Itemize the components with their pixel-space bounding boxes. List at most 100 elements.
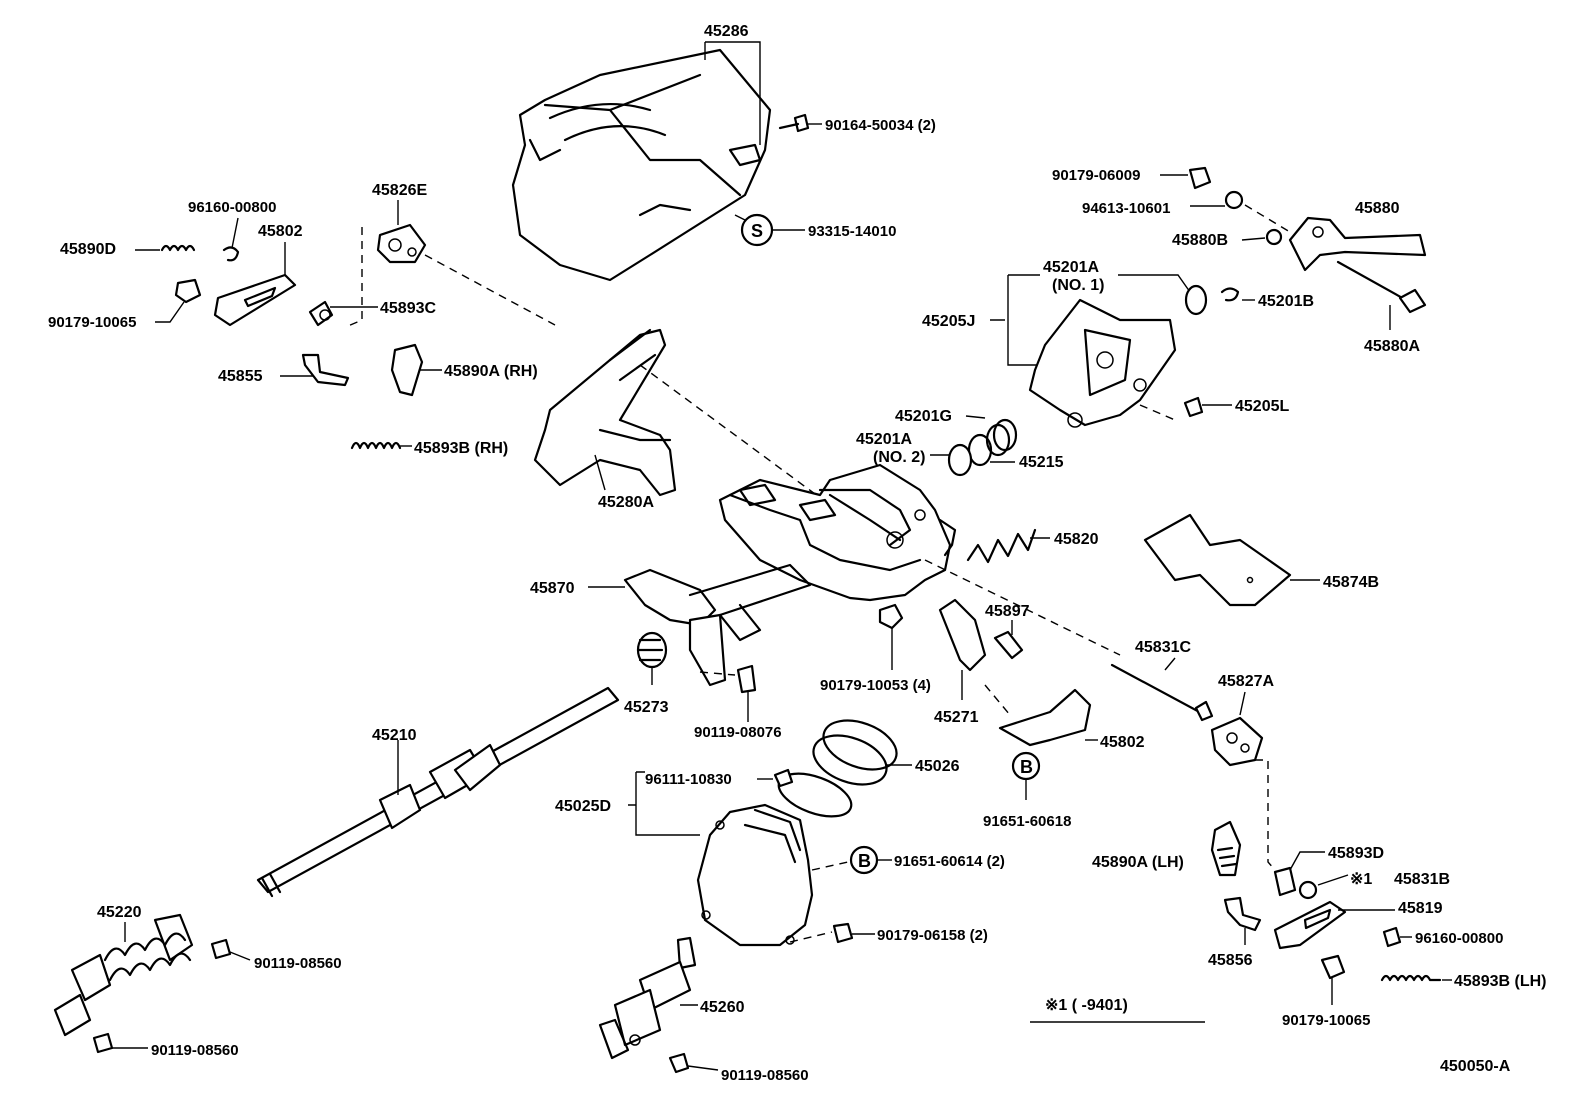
label-90119-08560-c: 90119-08560 <box>721 1067 809 1084</box>
bolt-45897 <box>993 630 1024 660</box>
screw-90164 <box>778 113 810 133</box>
label-93315-14010: 93315-14010 <box>808 223 896 240</box>
label-90119-08076: 90119-08076 <box>694 724 782 741</box>
shaft-45210 <box>256 686 620 898</box>
lever-45880 <box>1288 216 1427 272</box>
bushing-45880b <box>1265 228 1283 246</box>
label-45890a-rh: 45890A (RH) <box>444 363 538 380</box>
bearing-45201a-no2 <box>947 443 973 477</box>
washer-45831b <box>1298 880 1318 900</box>
label-90179-06009: 90179-06009 <box>1052 167 1140 184</box>
label-90164-50034: 90164-50034 (2) <box>825 117 936 134</box>
nut-90179-10065-a <box>174 278 202 304</box>
nut-90179-06158 <box>832 922 854 944</box>
label-96160-00800-a: 96160-00800 <box>188 199 276 216</box>
bolt-90119-08560-a <box>210 938 232 960</box>
label-45890d: 45890D <box>60 241 116 258</box>
b-letter-2: B <box>858 851 871 871</box>
label-45201a-no1: 45201A <box>1043 259 1099 276</box>
label-45820: 45820 <box>1054 531 1099 548</box>
label-45273: 45273 <box>624 699 669 716</box>
label-45893b-lh: 45893B (LH) <box>1454 973 1546 990</box>
bearing-45201a-no1 <box>1184 284 1208 316</box>
column-housing <box>718 463 957 602</box>
pin-45856 <box>1223 896 1262 932</box>
column-cover <box>511 48 772 282</box>
label-45802-a: 45802 <box>258 223 303 240</box>
label-45271: 45271 <box>934 709 979 726</box>
label-45831b: 45831B <box>1394 871 1450 888</box>
label-45205j: 45205J <box>922 313 975 330</box>
boot-45026 <box>812 719 898 786</box>
bushing-45893d <box>1273 866 1297 897</box>
label-45210: 45210 <box>372 727 417 744</box>
s-letter: S <box>751 221 763 241</box>
bracket-45870 <box>623 563 812 687</box>
plate-45874b <box>1143 513 1292 607</box>
lever-45827a <box>1210 716 1264 767</box>
label-45286: 45286 <box>704 23 749 40</box>
bracket-45271 <box>938 598 987 672</box>
label-45201a-no2-sub: (NO. 2) <box>873 449 925 466</box>
label-45880a: 45880A <box>1364 338 1420 355</box>
nut-90179-10065-b <box>1320 954 1346 980</box>
label-note-mark: ※1 <box>1350 871 1372 888</box>
label-91651-60614: 91651-60614 (2) <box>894 853 1005 870</box>
housing-45025d <box>696 803 814 947</box>
bolt-45205l <box>1183 396 1204 418</box>
label-45897: 45897 <box>985 603 1030 620</box>
label-45280a: 45280A <box>598 494 654 511</box>
label-96160-00800-b: 96160-00800 <box>1415 930 1503 947</box>
note-text: ※1 ( -9401) <box>1045 997 1128 1014</box>
label-45893c: 45893C <box>380 300 436 317</box>
label-45893b-rh: 45893B (RH) <box>414 440 508 457</box>
label-91651-60618: 91651-60618 <box>983 813 1071 830</box>
spring-45893b-lh <box>1380 974 1442 982</box>
label-90179-10065-b: 90179-10065 <box>1282 1012 1370 1029</box>
ring-45215 <box>967 433 993 467</box>
clip-96160-b <box>1382 926 1402 948</box>
rod-45831c <box>1110 663 1207 717</box>
pin-45855 <box>301 353 350 387</box>
label-45215: 45215 <box>1019 454 1064 471</box>
label-45827a: 45827A <box>1218 673 1274 690</box>
label-45201a-no1-sub: (NO. 1) <box>1052 277 1104 294</box>
label-45826e: 45826E <box>372 182 427 199</box>
label-45201g: 45201G <box>895 408 952 425</box>
label-90119-08560-b: 90119-08560 <box>151 1042 239 1059</box>
label-90119-08560-a: 90119-08560 <box>254 955 342 972</box>
washer-94613 <box>1224 190 1244 210</box>
label-45856: 45856 <box>1208 952 1253 969</box>
shaft-45220 <box>53 913 194 1037</box>
bolt-45880a <box>1336 260 1427 314</box>
label-45831c: 45831C <box>1135 639 1191 656</box>
spring-45890d <box>160 244 196 252</box>
label-94613-10601: 94613-10601 <box>1082 200 1170 217</box>
label-90179-06158: 90179-06158 (2) <box>877 927 988 944</box>
bolt-90119-08560-c <box>668 1052 690 1074</box>
label-45025d: 45025D <box>555 798 611 815</box>
clip-45201b <box>1220 287 1240 302</box>
plate-45802-a <box>213 273 297 327</box>
joint-45260 <box>598 936 697 1060</box>
spring-45820 <box>966 528 1037 564</box>
bolt-90119-08076 <box>736 664 757 694</box>
label-45819: 45819 <box>1398 900 1443 917</box>
lever-45890a-rh <box>390 343 424 397</box>
shield-45802-b <box>998 688 1092 747</box>
label-45220: 45220 <box>97 904 142 921</box>
drawing-number: 450050-A <box>1440 1058 1511 1075</box>
label-45893d: 45893D <box>1328 845 1384 862</box>
nut-90179-06009 <box>1188 166 1212 190</box>
label-90179-10053: 90179-10053 (4) <box>820 677 931 694</box>
spring-45893b-rh <box>350 441 402 450</box>
label-45802-b: 45802 <box>1100 734 1145 751</box>
label-45260: 45260 <box>700 999 745 1016</box>
label-45880: 45880 <box>1355 200 1400 217</box>
b-letter-1: B <box>1020 757 1033 777</box>
label-45855: 45855 <box>218 368 263 385</box>
label-45205l: 45205L <box>1235 398 1289 415</box>
label-45026: 45026 <box>915 758 960 775</box>
